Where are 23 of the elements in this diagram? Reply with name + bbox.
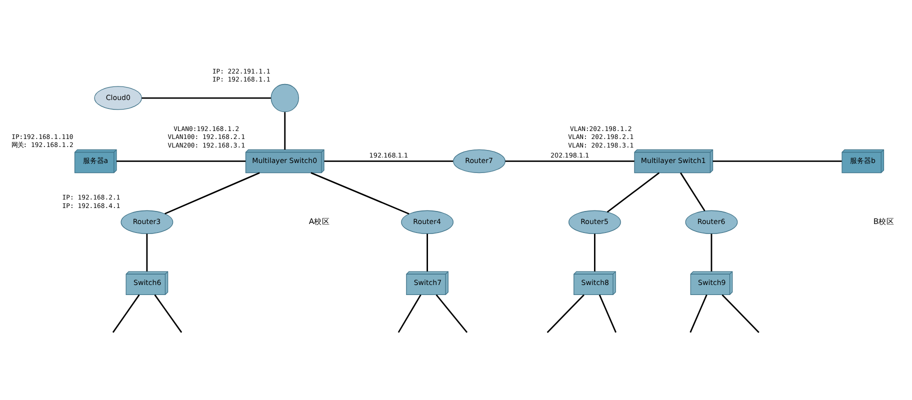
- connector: [164, 172, 260, 214]
- connector: [598, 294, 617, 332]
- connector: [722, 294, 760, 332]
- connector: [712, 160, 842, 162]
- connector: [710, 233, 712, 271]
- connector: [116, 160, 246, 162]
- node-circle: [270, 83, 299, 112]
- connector: [690, 294, 708, 332]
- connector: [142, 96, 271, 98]
- connector: [606, 172, 660, 212]
- connector: [436, 294, 468, 332]
- connector: [680, 172, 706, 211]
- connector: [398, 294, 422, 332]
- connector: [154, 294, 182, 332]
- connector: [594, 233, 596, 271]
- connector: [310, 172, 410, 214]
- connector: [284, 112, 286, 150]
- connector: [426, 233, 428, 271]
- connector: [112, 294, 140, 332]
- connector: [324, 160, 454, 162]
- connector: [546, 294, 584, 332]
- connector: [146, 233, 148, 271]
- connector: [505, 160, 634, 162]
